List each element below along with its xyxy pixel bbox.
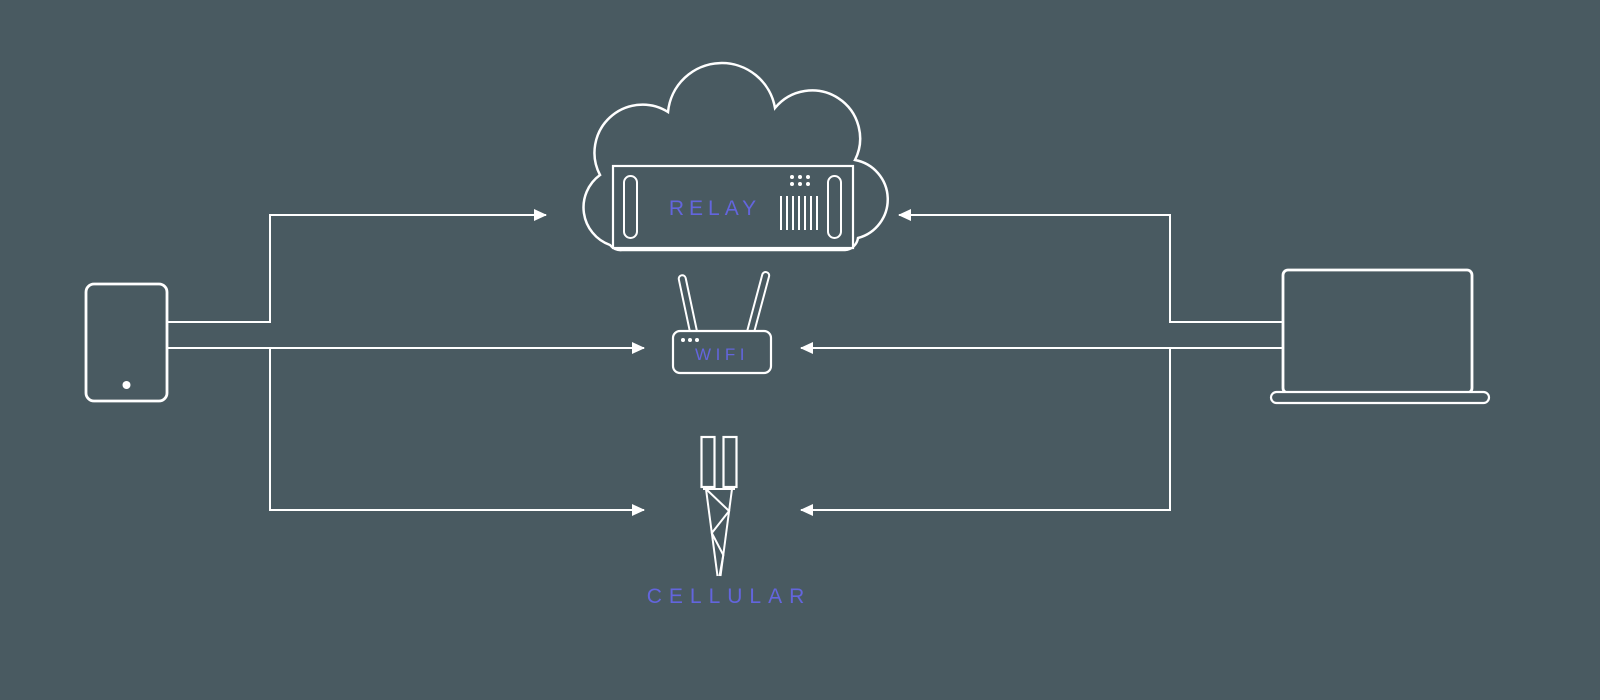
smartphone-icon — [84, 282, 169, 403]
router-antenna-left — [677, 274, 698, 336]
relay-server-box — [611, 164, 855, 250]
connection-phone-cellular — [269, 348, 645, 516]
laptop-screen — [1281, 268, 1474, 395]
wifi-label: WIFI — [695, 345, 749, 364]
connection-phone-relay — [167, 209, 547, 323]
connections-left — [167, 209, 645, 516]
tower-panel-left — [700, 435, 716, 489]
laptop-icon — [1269, 268, 1491, 405]
relay-handle-left — [623, 175, 638, 239]
router-led-dots — [681, 338, 699, 342]
relay-vent-bars — [780, 196, 818, 230]
phone-body — [84, 282, 169, 403]
cloud-outline — [582, 61, 889, 252]
phone-home-button — [122, 381, 131, 389]
wifi-router-icon: WIFI — [671, 271, 773, 375]
connections-right — [800, 209, 1283, 516]
relay-led-dots — [790, 175, 810, 186]
cell-tower-icon: CELLULAR — [647, 435, 812, 608]
relay-label: RELAY — [669, 197, 761, 220]
connection-laptop-cellular — [800, 348, 1171, 516]
relay-handle-right — [827, 175, 842, 239]
cloud-server-icon: RELAY — [582, 61, 889, 252]
router-antenna-right — [746, 271, 771, 336]
connection-laptop-relay — [898, 209, 1283, 323]
cellular-label: CELLULAR — [647, 585, 812, 608]
laptop-base — [1269, 390, 1491, 405]
tower-mast — [703, 488, 735, 577]
tower-panel-right — [722, 435, 738, 489]
